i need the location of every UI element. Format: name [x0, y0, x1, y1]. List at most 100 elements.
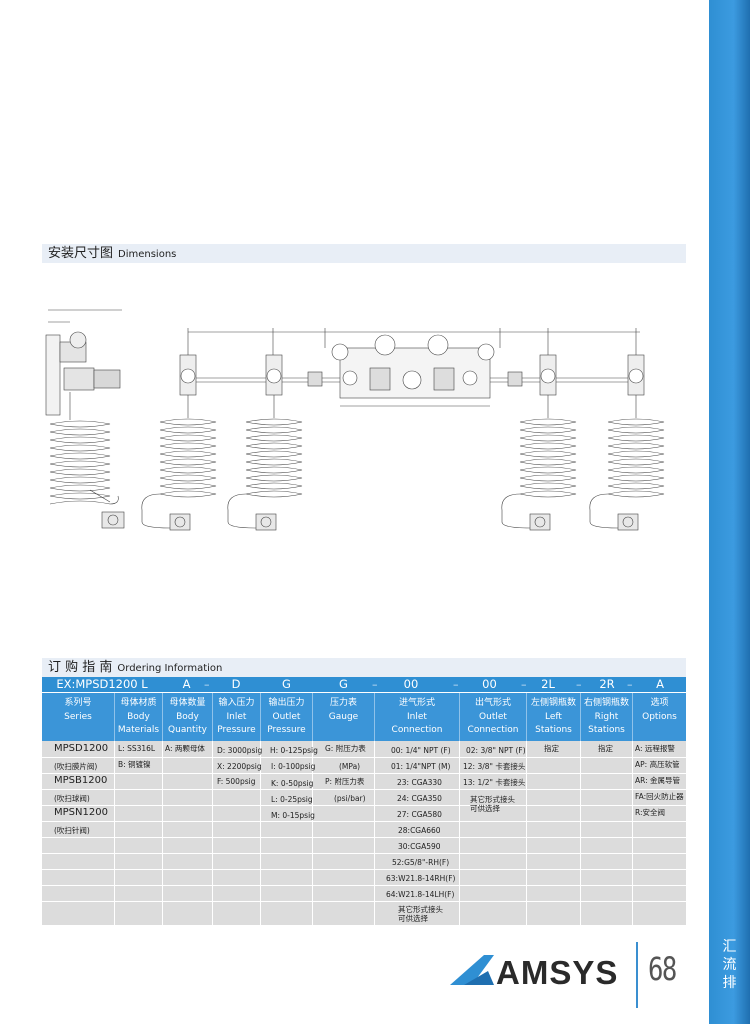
row-divider [42, 773, 686, 774]
column-outlet-connection [460, 741, 527, 925]
series-note: (吹扫针阀) [54, 826, 90, 835]
example-dash: – [627, 678, 633, 691]
row-divider [42, 853, 686, 854]
left-stations-value: 指定 [544, 744, 559, 753]
options-value: AR: 金属导管 [635, 776, 681, 785]
row-divider [42, 901, 686, 902]
series-value: MPSD1200 [54, 743, 109, 754]
gauge-value: P: 附压力表 [325, 777, 365, 786]
example-code-gauge: G [339, 677, 348, 691]
example-dash: – [521, 678, 527, 691]
inlet-pressure-value: F: 500psig [217, 777, 256, 786]
example-code-materials: A [182, 677, 191, 691]
example-code-outlet-connection: 00 [482, 677, 497, 691]
example-code-row: EX:MPSD1200 L – A D G G – 00 – 00 – 2L –… [42, 677, 686, 692]
installation-drawing [45, 309, 665, 531]
inlet-connection-value: 63:W21.8-14RH(F) [386, 874, 456, 883]
example-code-inlet-connection: 00 [403, 677, 419, 691]
side-tab: 汇 流 排 [709, 0, 750, 1024]
column-body-quantity [163, 741, 213, 925]
series-value: MPSB1200 [54, 775, 108, 786]
example-code-left-stations: 2L [541, 677, 555, 691]
column-left-stations [527, 741, 581, 925]
inlet-connection-value: 01: 1/4"NPT (M) [391, 762, 451, 771]
example-dash: – [204, 678, 210, 691]
column-inlet-connection [375, 741, 460, 925]
inlet-connection-value: 27: CGA580 [397, 810, 442, 819]
example-code-series: EX:MPSD1200 L [56, 677, 148, 691]
page-number: 68 [648, 950, 677, 988]
outlet-connection-value: 12: 3/8" 卡套接头 [463, 762, 526, 771]
row-divider [42, 821, 686, 822]
amsys-logo-mark-icon [450, 955, 494, 985]
column-series [42, 741, 115, 925]
column-outlet-pressure [261, 741, 313, 925]
outlet-pressure-value: M: 0-15psig [271, 811, 315, 820]
inlet-connection-value: 00: 1/4" NPT (F) [391, 746, 451, 755]
row-divider [42, 789, 686, 790]
inlet-connection-value: 52:G5/8"-RH(F) [392, 858, 450, 867]
options-value: FA:回火防止器 [635, 792, 684, 801]
example-code-inlet-pressure: G [282, 677, 291, 691]
column-body-materials [115, 741, 163, 925]
outlet-pressure-value: I: 0-100psig [271, 762, 316, 771]
inlet-pressure-value: X: 2200psig [217, 762, 262, 771]
series-note: (吹扫膜片阀) [54, 762, 98, 771]
example-code-quantity: D [231, 677, 241, 691]
gauge-value: G: 附压力表 [325, 744, 366, 753]
inlet-connection-note: 其它形式接头 [398, 905, 443, 914]
options-value: A: 远程报警 [635, 744, 675, 753]
quantity-value: A: 两颗母体 [165, 744, 205, 753]
gauge-value: (psi/bar) [334, 794, 366, 803]
outlet-pressure-value: H: 0-125psig [270, 746, 318, 755]
row-divider [42, 869, 686, 870]
row-divider [42, 885, 686, 886]
amsys-logo: AMSYS [450, 954, 618, 991]
inlet-connection-value: 23: CGA330 [397, 778, 442, 787]
column-gauge [313, 741, 375, 925]
materials-value: B: 铜镀镍 [118, 760, 151, 769]
gauge-value: (MPa) [339, 762, 361, 771]
right-stations-value: 指定 [598, 744, 613, 753]
inlet-connection-value: 30:CGA590 [398, 842, 441, 851]
options-value: R:安全阀 [635, 808, 666, 817]
row-divider [42, 837, 686, 838]
column-options [633, 741, 686, 925]
outlet-connection-note: 其它形式接头 [470, 795, 515, 804]
inlet-connection-value: 24: CGA350 [397, 794, 442, 803]
inlet-connection-note: 可供选择 [398, 914, 428, 923]
row-divider [42, 757, 686, 758]
page-number-divider [636, 942, 638, 1008]
inlet-connection-value: 64:W21.8-14LH(F) [386, 890, 455, 899]
column-inlet-pressure [213, 741, 261, 925]
options-value: AP: 高压软管 [635, 760, 680, 769]
series-note: (吹扫球阀) [54, 794, 90, 803]
series-value: MPSN1200 [54, 807, 108, 818]
column-right-stations [581, 741, 633, 925]
outlet-connection-note: 可供选择 [470, 804, 500, 813]
side-tab-label: 汇 流 排 [722, 939, 737, 991]
outlet-pressure-value: L: 0-25psig [271, 795, 313, 804]
row-divider [42, 805, 686, 806]
outlet-pressure-value: K: 0-50psig [271, 779, 314, 788]
brand-name: AMSYS [496, 954, 618, 991]
outlet-connection-value: 13: 1/2" 卡套接头 [463, 778, 526, 787]
example-dash: – [453, 678, 459, 691]
example-code-options: A [656, 677, 664, 691]
example-dash: – [576, 678, 582, 691]
materials-value: L: SS316L [118, 744, 156, 753]
inlet-pressure-value: D: 3000psig [217, 746, 263, 755]
inlet-connection-value: 28:CGA660 [398, 826, 441, 835]
